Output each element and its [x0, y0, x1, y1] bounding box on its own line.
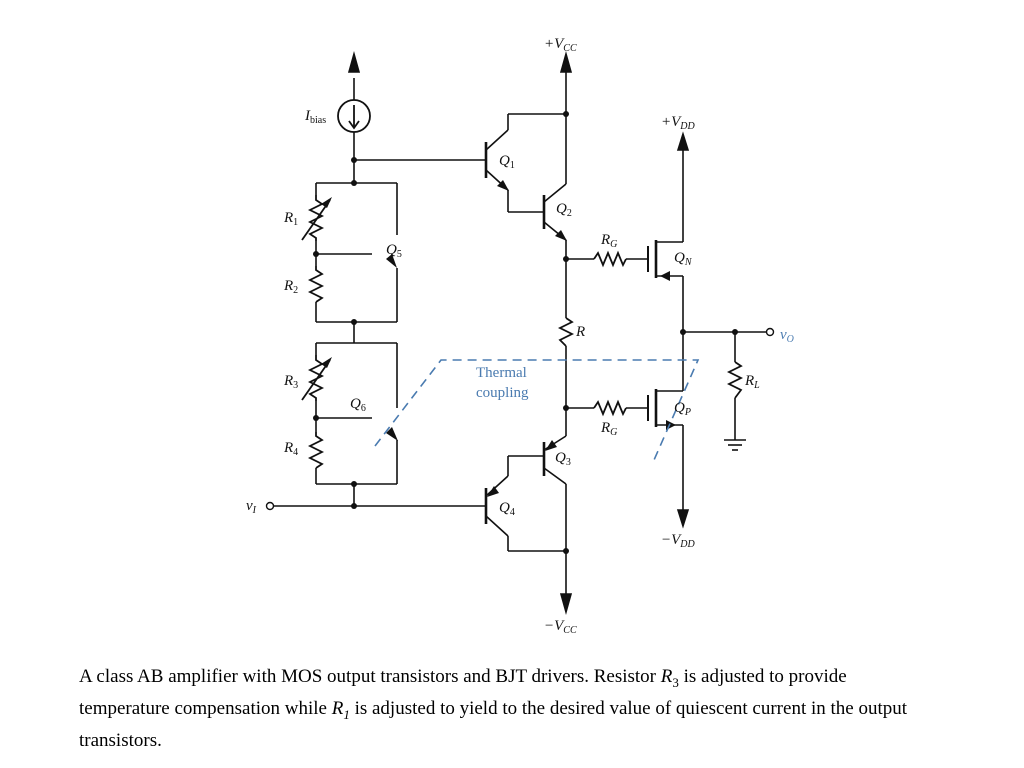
ibias-source [337, 99, 371, 133]
r4-resistor [307, 432, 325, 469]
thermal-coupling-label-line2: coupling [476, 385, 529, 401]
ibias-arrow-up [347, 51, 361, 73]
q1-label: Q1 [499, 153, 515, 171]
q2-collector-lead [543, 183, 567, 203]
qn-arrow [660, 271, 670, 281]
ibias-label: Ibias [304, 108, 326, 126]
junction [351, 481, 357, 487]
vo-terminal [765, 327, 775, 337]
resistors [301, 195, 744, 469]
caption-text-3: is adjusted to yield to the desired valu… [79, 697, 908, 751]
q6-label: Q6 [350, 396, 366, 414]
junction [563, 548, 569, 554]
vcc-neg-label: −VCC [544, 618, 577, 636]
q5-emitter-arrow [386, 254, 397, 268]
junction [680, 329, 686, 335]
qn-label: QN [674, 250, 693, 268]
rl-resistor [726, 361, 744, 399]
vdd-neg-label: −VDD [661, 532, 696, 550]
q4-collector-lead [485, 515, 509, 537]
q1-emitter-arrow [497, 180, 509, 191]
r3-resistor [307, 355, 325, 401]
r-resistor [557, 317, 575, 347]
caption-text-2: is adjusted to provide temperature compe… [79, 666, 847, 719]
rg-top-resistor [593, 250, 627, 268]
junction [732, 329, 738, 335]
vdd-pos-label: +VDD [661, 114, 696, 132]
rg-top-label: RG [600, 232, 617, 250]
q1-collector-lead [485, 129, 509, 151]
r2-resistor [307, 266, 325, 303]
r1-resistor [307, 195, 325, 241]
wires [274, 58, 766, 598]
r2-label: R2 [283, 278, 298, 296]
vcc-neg-arrow [559, 593, 573, 615]
thermal-coupling-outline [374, 359, 700, 461]
vi-label: vI [246, 498, 257, 516]
vo-label: vO [780, 327, 794, 345]
vcc-pos-label: +VCC [544, 36, 577, 54]
r-label: R [575, 324, 585, 340]
terminals [265, 327, 775, 511]
r1-arrow-head [321, 197, 332, 208]
q5-label: Q5 [386, 242, 402, 260]
supply-arrows [347, 51, 690, 615]
caption-text-1: A class AB amplifier with MOS output tra… [79, 666, 661, 687]
caption-r3: R [660, 666, 673, 687]
ibias-circle [337, 99, 371, 133]
amplifier-schematic: +VCC −VCC +VDD −VDD Ibias R1 R2 R3 R4 R … [246, 36, 794, 636]
q2-label: Q2 [556, 201, 572, 219]
vdd-pos-arrow [676, 131, 690, 151]
q6-emitter-arrow [386, 427, 398, 441]
junction [351, 319, 357, 325]
thermal-coupling-label-line1: Thermal [476, 365, 527, 381]
vcc-pos-arrow [559, 51, 573, 73]
junction [313, 415, 319, 421]
caption-r1: R [331, 697, 344, 719]
rg-bot-resistor [593, 399, 627, 417]
junction [563, 405, 569, 411]
vi-terminal [265, 501, 275, 511]
r3-label: R3 [283, 373, 298, 391]
junction [351, 180, 357, 186]
figure-caption: A class AB amplifier with MOS output tra… [79, 664, 939, 754]
variable-arrow-heads [321, 197, 332, 368]
q4-emitter-lead [485, 475, 509, 497]
vdd-neg-arrow [676, 509, 690, 529]
caption-r3-sub: 3 [672, 674, 679, 690]
caption-r1-sub: 1 [343, 706, 350, 722]
junction [563, 111, 569, 117]
qp-label: QP [674, 400, 691, 418]
junction [351, 157, 357, 163]
q3-emitter-arrow [545, 440, 557, 451]
junction [313, 251, 319, 257]
ibias-inner-arrow [348, 120, 360, 130]
junctions [313, 111, 738, 554]
junction [563, 256, 569, 262]
q3-label: Q3 [555, 450, 571, 468]
r3-arrow-head [321, 357, 332, 368]
rl-label: RL [744, 373, 760, 391]
r4-label: R4 [283, 440, 298, 458]
emitter-arrows [386, 180, 676, 497]
q3-collector-lead [543, 467, 567, 485]
junction [351, 503, 357, 509]
q4-emitter-arrow [487, 486, 499, 497]
rg-bot-label: RG [600, 420, 617, 438]
q2-emitter-arrow [555, 230, 567, 241]
q4-label: Q4 [499, 500, 515, 518]
r1-label: R1 [283, 210, 298, 228]
